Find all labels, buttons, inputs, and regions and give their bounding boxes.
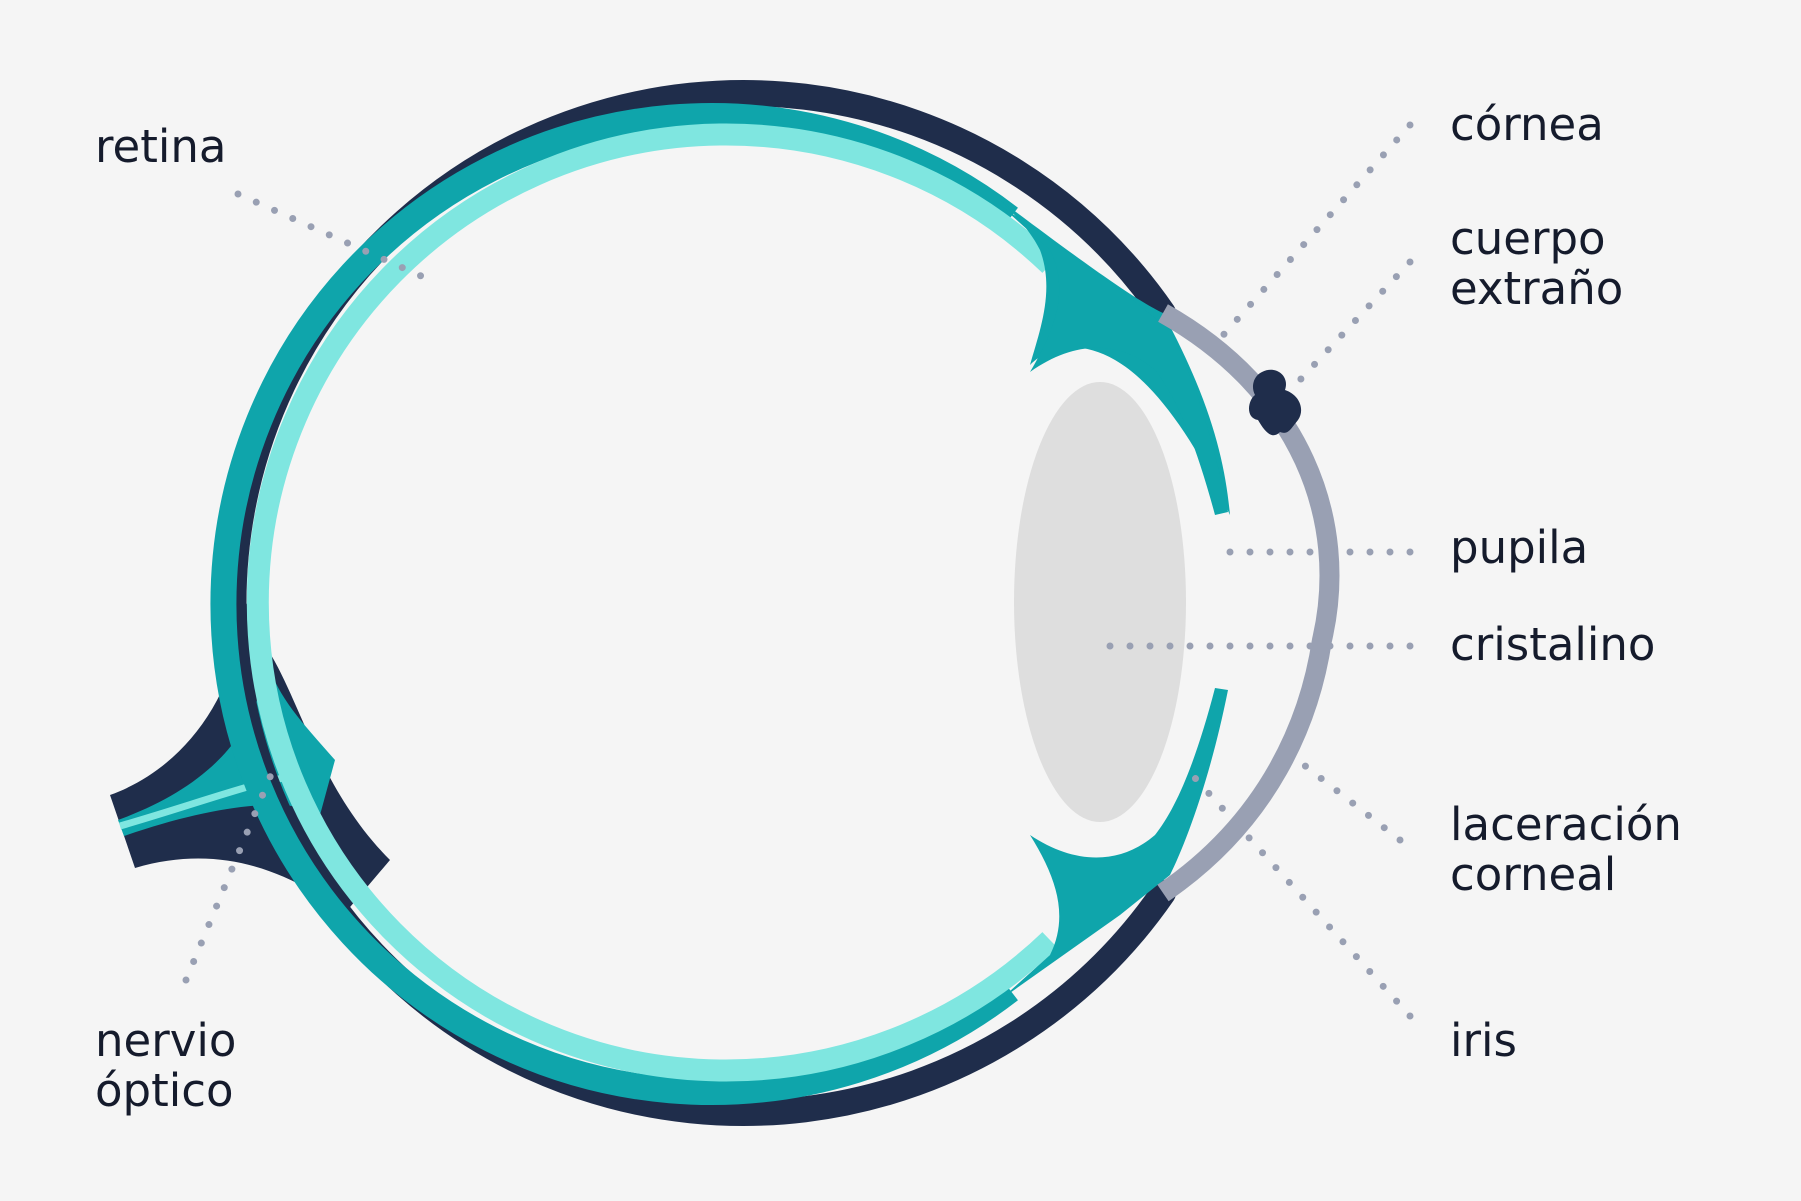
leader-iris	[1191, 774, 1414, 1020]
label-foreign-body: cuerpo extraño	[1450, 214, 1623, 314]
iris-upper	[1000, 200, 1230, 515]
label-foreign-body-line1: cuerpo	[1450, 212, 1606, 265]
label-retina-text: retina	[95, 120, 227, 173]
label-corneal-laceration: laceración corneal	[1450, 800, 1682, 900]
label-corneal-laceration-line1: laceración	[1450, 798, 1682, 851]
label-foreign-body-line2: extraño	[1450, 262, 1624, 315]
leader-corneal-laceration	[1291, 754, 1404, 844]
iris-upper-tip	[1000, 205, 1228, 515]
retina-layer	[246, 123, 1058, 1082]
leader-lines	[182, 121, 1414, 1020]
leader-cornea	[1206, 121, 1414, 354]
label-optic-nerve-line1: nervio	[95, 1014, 237, 1067]
label-lens-text: cristalino	[1450, 618, 1656, 671]
lens-shape	[1014, 382, 1186, 822]
iris-lower-tip	[1000, 688, 1228, 1000]
choroid	[210, 103, 1018, 1105]
label-iris: iris	[1450, 1016, 1517, 1066]
foreign-body-shape	[1249, 369, 1302, 436]
label-optic-nerve-line2: óptico	[95, 1064, 234, 1117]
leader-optic-nerve	[182, 761, 279, 984]
label-retina: retina	[95, 122, 226, 172]
label-pupil: pupila	[1450, 523, 1588, 573]
label-pupil-text: pupila	[1450, 521, 1589, 574]
label-iris-text: iris	[1450, 1014, 1517, 1067]
label-corneal-laceration-line2: corneal	[1450, 848, 1617, 901]
leader-foreign-body	[1296, 258, 1414, 384]
label-lens: cristalino	[1450, 620, 1655, 670]
label-optic-nerve: nervio óptico	[95, 1016, 236, 1116]
label-cornea-text: córnea	[1450, 98, 1604, 151]
label-cornea: córnea	[1450, 100, 1604, 150]
